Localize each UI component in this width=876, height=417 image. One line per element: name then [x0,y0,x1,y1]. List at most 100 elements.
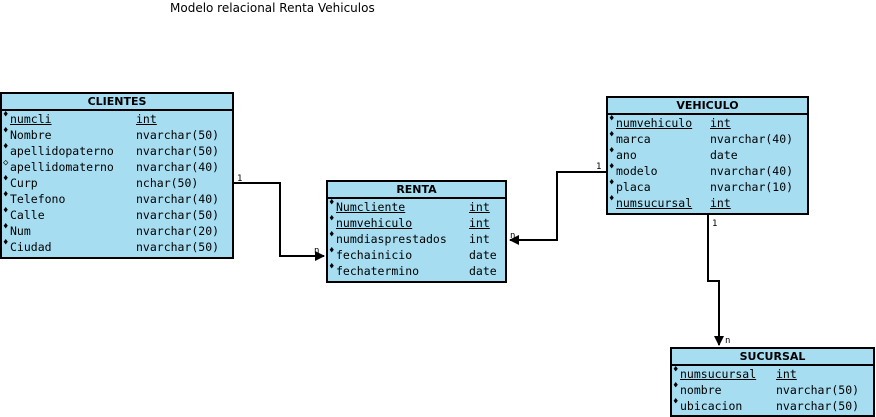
attribute-marker: ♦ [609,162,615,172]
attribute-name: fechatermino [336,264,420,278]
attribute-name: apellidomaterno [10,160,114,174]
attribute-name: numvehiculo [336,216,413,230]
attribute-marker: ♦ [609,178,615,188]
attribute-type: nvarchar(40) [710,132,794,146]
attribute-row: ♦numvehiculo int [608,114,807,131]
cardinality-vehiculo-one: 1 [596,162,602,172]
attribute-name: Telefono [10,192,66,206]
attribute-name: numdiasprestados [336,232,447,246]
attribute-row: ♦nombre nvarchar(50) [672,381,873,398]
attribute-row: ♦fechatermino date [328,262,505,279]
attribute-type: date [710,148,738,162]
attribute-marker: ♦ [329,246,335,256]
attribute-type: int [710,196,731,210]
attribute-marker: ♦ [3,110,9,120]
cardinality-renta-many-vehiculo: n [510,231,516,241]
relation-vehiculo-renta [509,171,606,245]
attribute-name: Numcliente [336,200,406,214]
relation-vehiculo-sucursal [707,215,724,346]
attribute-type: int [469,216,490,230]
attribute-name: Num [10,224,31,238]
attribute-type: nvarchar(40) [136,160,220,174]
attribute-row: ♦Ciudad nvarchar(50) [2,238,232,255]
attribute-type: nvarchar(50) [776,399,860,413]
attribute-marker: ♦ [673,381,679,391]
attribute-type: int [710,116,731,130]
attribute-marker: ♦ [673,397,679,407]
entity-header-sucursal: SUCURSAL [672,349,873,366]
attribute-marker: ♦ [3,142,9,152]
attribute-marker: ♦ [609,146,615,156]
entity-header-clientes: CLIENTES [2,94,232,111]
attribute-type: nvarchar(40) [710,164,794,178]
relation-clientes-renta [234,182,325,261]
attribute-marker: ♦ [3,174,9,184]
attribute-name: ano [616,148,637,162]
attribute-name: Ciudad [10,240,52,254]
attribute-name: fechainicio [336,248,413,262]
attribute-name: placa [616,180,651,194]
attribute-type: int [469,200,490,214]
cardinality-sucursal-many: n [725,336,731,346]
attribute-name: Curp [10,176,38,190]
attribute-row: ♦placa nvarchar(10) [608,178,807,195]
cardinality-vehiculo-one-sucursal: 1 [712,219,718,229]
cardinality-clientes-one: 1 [237,174,243,184]
attribute-row: ♦modelo nvarchar(40) [608,162,807,179]
attribute-name: Calle [10,208,45,222]
attribute-type: nchar(50) [136,176,199,190]
attribute-marker: ♦ [609,194,615,204]
attribute-name: nombre [680,383,722,397]
attribute-marker: ♦ [3,222,9,232]
attribute-marker: ♦ [329,198,335,208]
attribute-name: numvehiculo [616,116,693,130]
attribute-type: nvarchar(50) [776,383,860,397]
attribute-type: nvarchar(50) [136,240,220,254]
attribute-type: nvarchar(50) [136,208,220,222]
attribute-name: numsucursal [680,367,757,381]
attribute-name: ubicacion [680,399,743,413]
attribute-type: int [469,232,490,246]
attribute-row: ♦ubicacion nvarchar(50) [672,397,873,414]
attribute-marker: ♦ [329,214,335,224]
attribute-row: ♦ano date [608,146,807,163]
attribute-marker: ♦ [329,230,335,240]
attribute-name: modelo [616,164,658,178]
attribute-row: ♦numsucursal int [608,194,807,211]
attribute-row: ◇apellidomaterno nvarchar(40) [2,158,232,175]
attribute-marker: ◇ [3,158,9,168]
attribute-marker: ♦ [3,206,9,216]
attribute-type: nvarchar(10) [710,180,794,194]
attribute-row: ♦numdiasprestados int [328,230,505,247]
attribute-marker: ♦ [609,114,615,124]
attribute-name: apellidopaterno [10,144,114,158]
attribute-marker: ♦ [329,262,335,272]
entity-header-vehiculo: VEHICULO [608,98,807,115]
attribute-type: nvarchar(50) [136,128,220,142]
attribute-type: nvarchar(20) [136,224,220,238]
cardinality-renta-many-clientes: n [314,246,320,256]
attribute-row: ♦Telefono nvarchar(40) [2,190,232,207]
attribute-name: numcli [10,112,52,126]
attribute-row: ♦Numcliente int [328,198,505,215]
attribute-name: Nombre [10,128,52,142]
attribute-marker: ♦ [3,238,9,248]
attribute-type: date [469,264,497,278]
attribute-row: ♦Num nvarchar(20) [2,222,232,239]
attribute-name: marca [616,132,651,146]
attribute-type: nvarchar(40) [136,192,220,206]
attribute-marker: ♦ [3,126,9,136]
attribute-name: numsucursal [616,196,693,210]
attribute-row: ♦Calle nvarchar(50) [2,206,232,223]
attribute-marker: ♦ [3,190,9,200]
